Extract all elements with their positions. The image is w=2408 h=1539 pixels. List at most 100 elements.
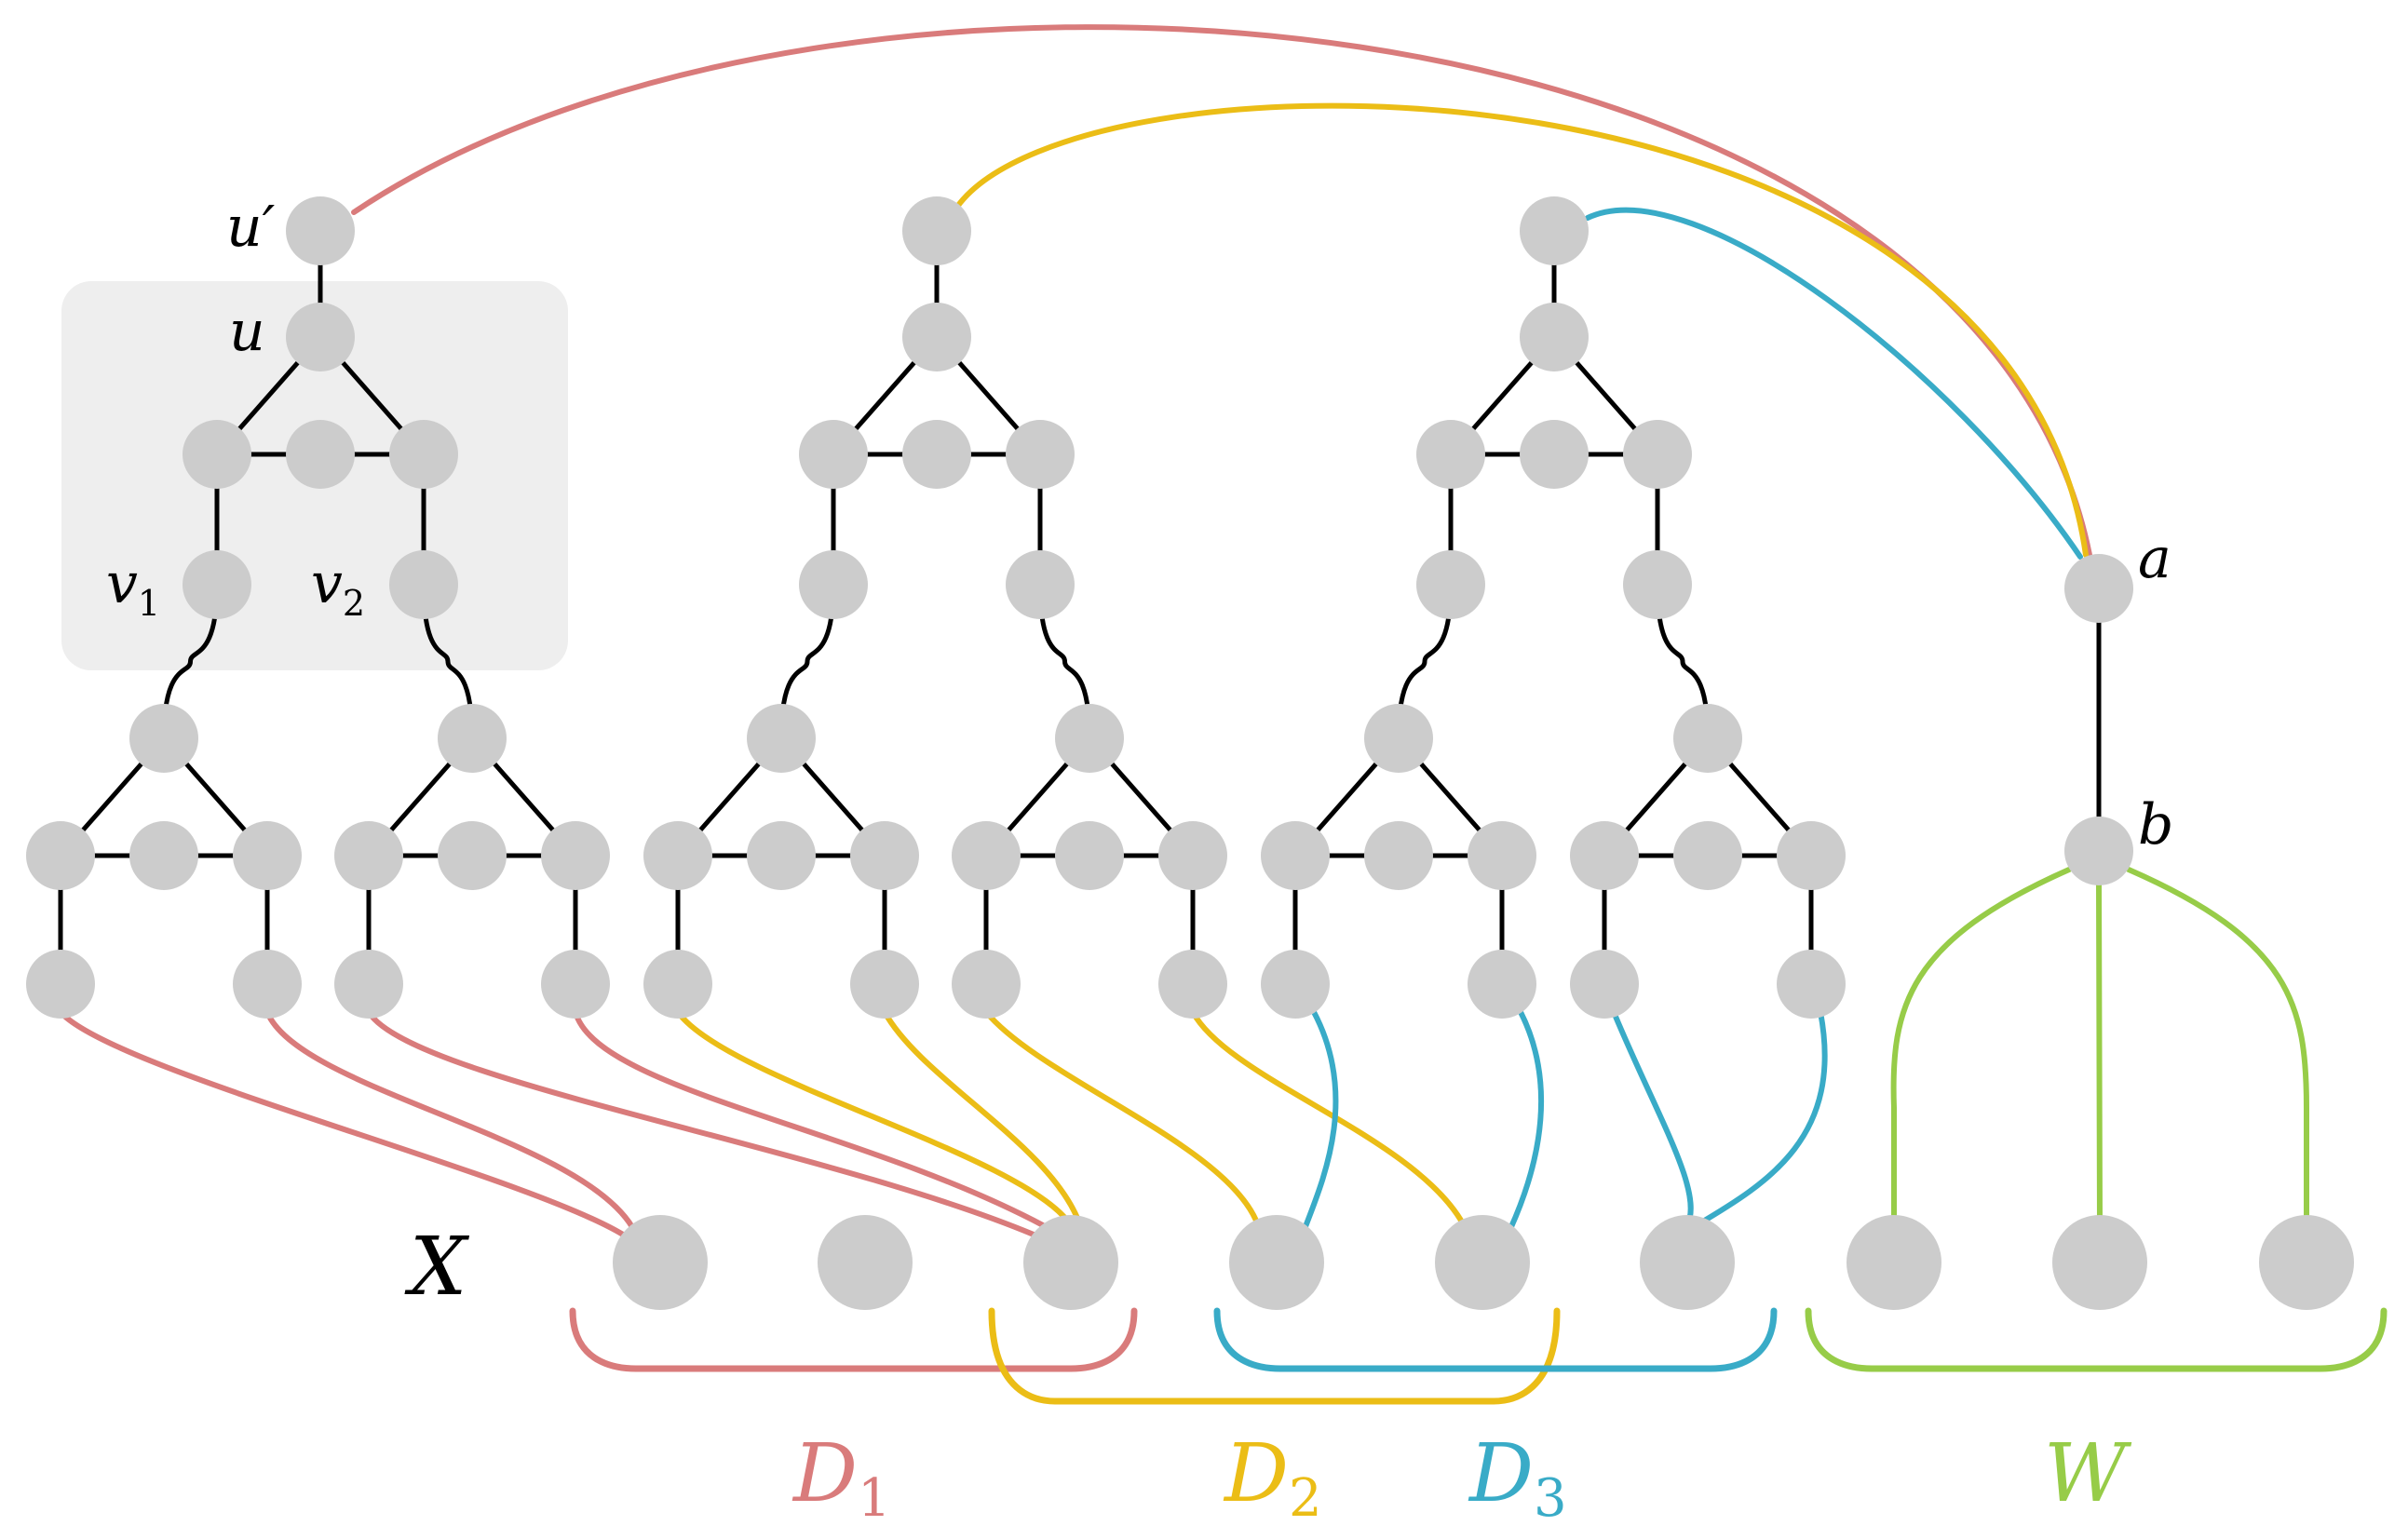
- low-gadget-1-vertex: [233, 821, 302, 890]
- top-gadget-2-vertex: [799, 550, 868, 619]
- low-gadget-6-vertex: [1777, 950, 1846, 1019]
- edge-d2: [882, 1009, 1083, 1228]
- bracket-d1: [569, 1307, 1138, 1372]
- low-gadget-1-vertex: [26, 950, 95, 1019]
- low-gadget-4-vertex: [1158, 950, 1227, 1019]
- set-element-5: [1435, 1215, 1530, 1310]
- top-gadget-3-vertex: [1623, 550, 1692, 619]
- edge-d1: [58, 1009, 626, 1237]
- low-gadget-5-vertex: [1261, 950, 1330, 1019]
- top-gadget-1-vertex: [389, 420, 458, 489]
- edge-d3: [1611, 1009, 1694, 1228]
- label-b: b: [2138, 792, 2173, 857]
- top-gadget-2-vertex: [902, 420, 971, 489]
- low-gadget-4-vertex: [1055, 821, 1124, 890]
- set-element-2: [818, 1215, 913, 1310]
- top-gadget-2-vertex: [902, 303, 971, 371]
- low-gadget-5-vertex: [1261, 821, 1330, 890]
- low-gadget-2-vertex: [438, 821, 507, 890]
- top-gadget-1-vertex: [286, 420, 355, 489]
- low-gadget-5-vertex: [1364, 821, 1433, 890]
- low-gadget-2-vertex: [438, 704, 507, 773]
- edge-d2: [983, 1009, 1261, 1228]
- top-gadget-3-vertex: [1520, 420, 1589, 489]
- set-element-3: [1023, 1215, 1118, 1310]
- label-d3: D3: [1468, 1427, 1567, 1529]
- vertex-b: [2064, 817, 2133, 885]
- wavy-edge: [1655, 582, 1711, 741]
- low-gadget-3-vertex: [747, 704, 816, 773]
- top-gadget-1-vertex: [286, 303, 355, 371]
- edge-d2: [675, 1009, 1074, 1228]
- wavy-edge: [421, 582, 475, 741]
- low-gadget-1-vertex: [129, 704, 198, 773]
- low-gadget-1-vertex: [26, 821, 95, 890]
- set-element-1: [613, 1215, 708, 1310]
- label-x: X: [404, 1221, 470, 1314]
- label-v2: v2: [311, 551, 365, 624]
- label-v1: v1: [106, 551, 160, 624]
- low-gadget-6-vertex: [1673, 704, 1742, 773]
- top-gadget-1-vertex: [389, 550, 458, 619]
- low-gadget-3-vertex: [643, 950, 712, 1019]
- edge-d1: [366, 1009, 1036, 1237]
- low-gadget-3-vertex: [850, 821, 919, 890]
- top-gadget-1-vertex: [183, 550, 251, 619]
- low-gadget-5-vertex: [1468, 821, 1536, 890]
- edge-w: [2096, 882, 2103, 1228]
- low-gadget-6-vertex: [1777, 821, 1846, 890]
- low-gadget-2-vertex: [541, 950, 610, 1019]
- low-gadget-4-vertex: [1055, 704, 1124, 773]
- low-gadget-6-vertex: [1673, 821, 1742, 890]
- top-gadget-3-vertex: [1623, 420, 1692, 489]
- top-root-vertex: [902, 196, 971, 265]
- vertex-a: [2064, 554, 2133, 623]
- low-gadget-4-vertex: [952, 950, 1021, 1019]
- edge-d3: [1302, 1009, 1339, 1232]
- wavy-edge: [1037, 582, 1092, 741]
- bracket-w: [1805, 1307, 2388, 1372]
- arc-d2: [954, 102, 2089, 558]
- set-element-6: [1640, 1215, 1735, 1310]
- edge-d3: [1694, 1009, 1828, 1228]
- wavy-edge: [161, 582, 220, 741]
- edge-d1: [264, 1009, 635, 1230]
- low-gadget-4-vertex: [952, 821, 1021, 890]
- arc-d1: [351, 24, 2092, 558]
- top-gadget-2-vertex: [1006, 420, 1075, 489]
- top-gadget-2-vertex: [799, 420, 868, 489]
- top-root-vertex: [1520, 196, 1589, 265]
- low-gadget-2-vertex: [334, 821, 403, 890]
- set-brackets: [569, 1307, 2388, 1405]
- low-gadget-1-vertex: [129, 821, 198, 890]
- set-element-7: [1847, 1215, 1941, 1310]
- low-gadget-3-vertex: [747, 821, 816, 890]
- edge-d3: [1508, 1009, 1544, 1232]
- top-root-vertex: [286, 196, 355, 265]
- low-gadget-4-vertex: [1158, 821, 1227, 890]
- label-a: a: [2138, 526, 2171, 591]
- edge-d1: [573, 1009, 1046, 1228]
- label-d2: D2: [1223, 1427, 1322, 1529]
- label-u: u: [229, 299, 265, 364]
- low-gadget-3-vertex: [643, 821, 712, 890]
- wavy-edge: [1396, 582, 1454, 741]
- label-u-prime: u′: [226, 195, 276, 260]
- wavy-edge: [778, 582, 836, 741]
- low-gadget-3-vertex: [850, 950, 919, 1019]
- low-gadget-2-vertex: [334, 950, 403, 1019]
- arc-d3: [1585, 207, 2083, 560]
- set-element-9: [2259, 1215, 2354, 1310]
- label-d1: D1: [791, 1427, 891, 1529]
- low-gadget-6-vertex: [1570, 821, 1639, 890]
- colored-edges: [58, 24, 2309, 1237]
- low-gadget-5-vertex: [1468, 950, 1536, 1019]
- set-element-8: [2052, 1215, 2147, 1310]
- top-gadget-3-vertex: [1520, 303, 1589, 371]
- top-gadget-2-vertex: [1006, 550, 1075, 619]
- edge-d2: [1190, 1009, 1467, 1228]
- low-gadget-6-vertex: [1570, 950, 1639, 1019]
- top-gadget-3-vertex: [1416, 550, 1485, 619]
